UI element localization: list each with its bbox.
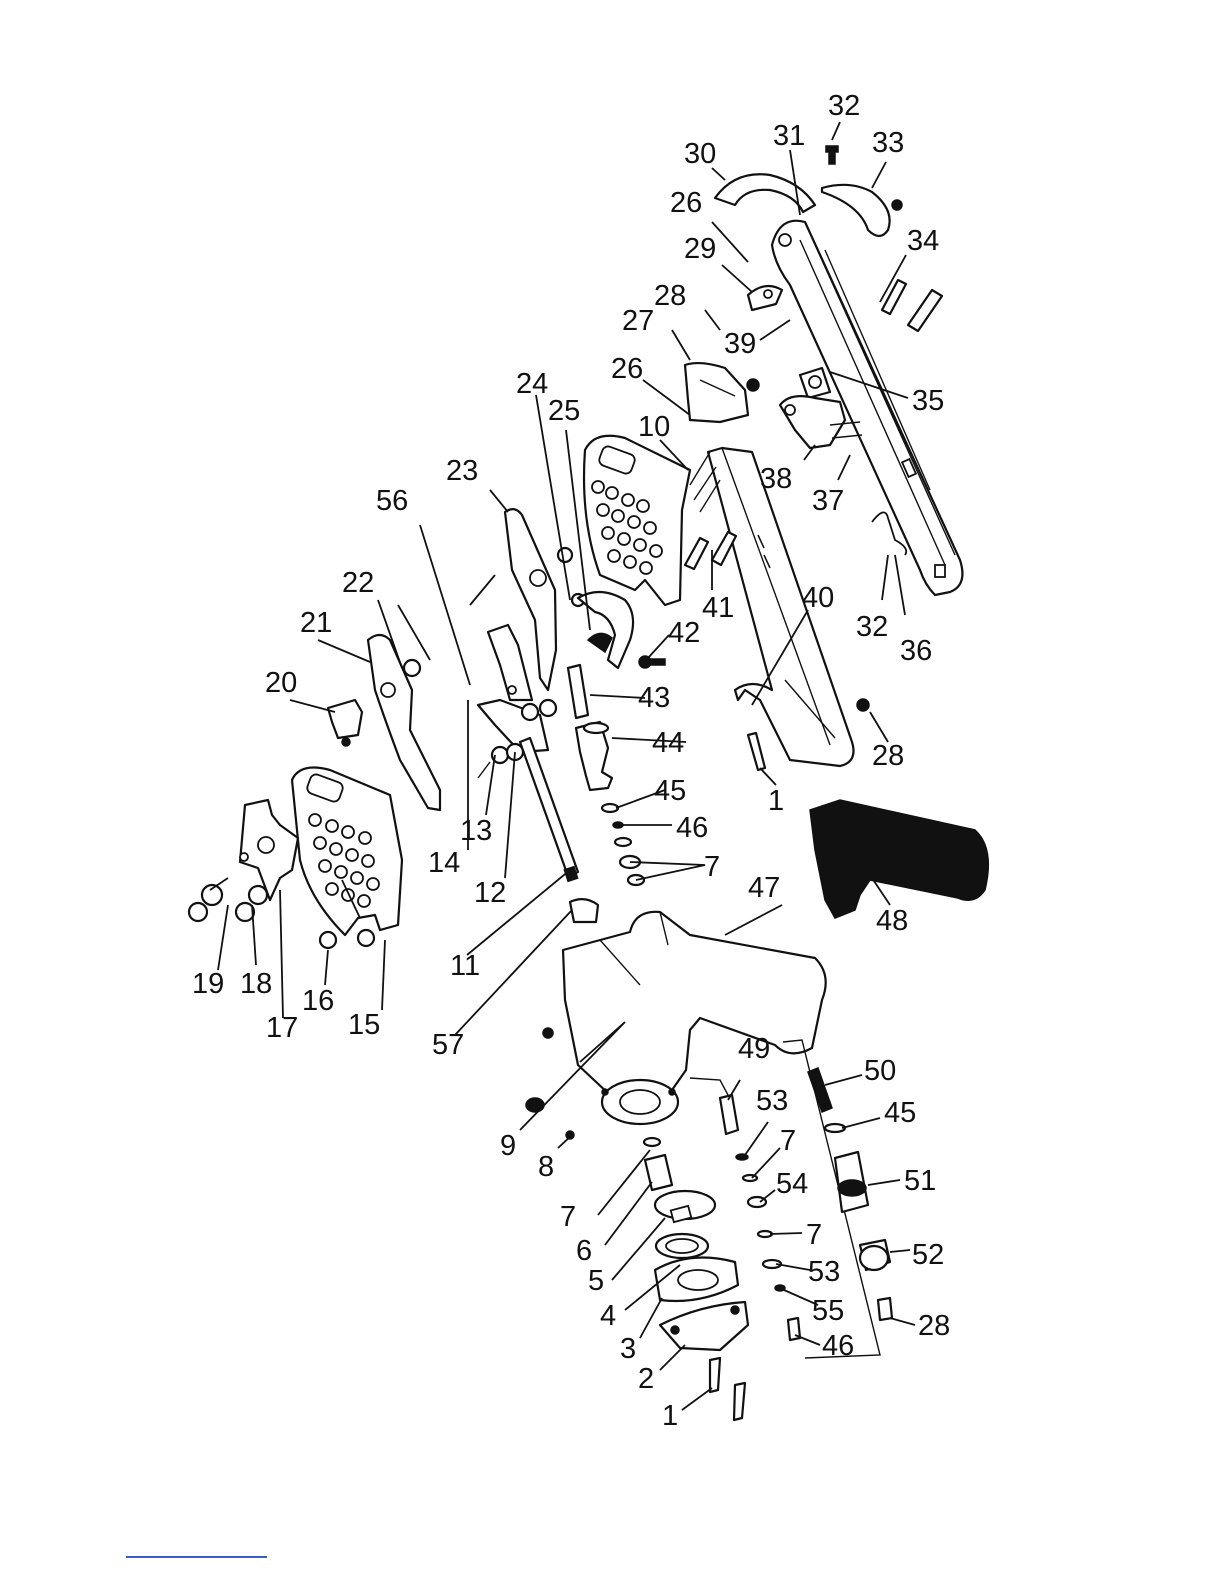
callout-13: 13 bbox=[460, 815, 492, 847]
callout-28: 28 bbox=[872, 740, 904, 772]
callout-45: 45 bbox=[884, 1097, 916, 1129]
part-9-8-plug bbox=[526, 1098, 574, 1139]
callout-29: 29 bbox=[684, 233, 716, 265]
part-1-screw-mid bbox=[748, 733, 765, 770]
callout-26: 26 bbox=[670, 187, 702, 219]
callout-48: 48 bbox=[876, 905, 908, 937]
callout-46: 46 bbox=[822, 1330, 854, 1362]
part-27-bracket bbox=[685, 363, 759, 422]
part-56-plate bbox=[488, 625, 532, 700]
callout-43: 43 bbox=[638, 682, 670, 714]
part-33-spring-plate bbox=[822, 185, 902, 236]
callout-34: 34 bbox=[907, 225, 939, 257]
callout-16: 16 bbox=[302, 985, 334, 1017]
callout-21: 21 bbox=[300, 607, 332, 639]
part-17-plate bbox=[240, 800, 298, 900]
callout-42: 42 bbox=[668, 617, 700, 649]
callout-7: 7 bbox=[560, 1201, 576, 1233]
callout-35: 35 bbox=[912, 385, 944, 417]
callout-45: 45 bbox=[654, 775, 686, 807]
part-21-lever bbox=[368, 635, 440, 810]
callout-33: 33 bbox=[872, 127, 904, 159]
callout-4: 4 bbox=[600, 1300, 616, 1332]
callout-41: 41 bbox=[702, 592, 734, 624]
callout-40: 40 bbox=[802, 582, 834, 614]
callout-7: 7 bbox=[806, 1219, 822, 1251]
part-11-shaft bbox=[520, 738, 578, 881]
callout-25: 25 bbox=[548, 395, 580, 427]
callout-12: 12 bbox=[474, 877, 506, 909]
callout-36: 36 bbox=[900, 635, 932, 667]
part-bottom-stack bbox=[644, 1138, 748, 1420]
callout-32: 32 bbox=[828, 90, 860, 122]
part-57-spacer bbox=[570, 899, 598, 922]
callout-19: 19 bbox=[192, 968, 224, 1000]
callout-1: 1 bbox=[768, 785, 784, 817]
callout-18: 18 bbox=[240, 968, 272, 1000]
part-41-bolts bbox=[685, 532, 736, 569]
callout-28: 28 bbox=[654, 280, 686, 312]
part-side-plate-upper bbox=[584, 436, 690, 605]
callout-11: 11 bbox=[450, 950, 480, 982]
callout-52: 52 bbox=[912, 1239, 944, 1271]
part-45-46-7-seals bbox=[602, 804, 644, 885]
callout-7: 7 bbox=[704, 851, 720, 883]
callout-47: 47 bbox=[748, 872, 780, 904]
callout-44: 44 bbox=[652, 727, 684, 759]
parts-layer bbox=[189, 146, 988, 1420]
callout-38: 38 bbox=[760, 463, 792, 495]
callout-32: 32 bbox=[856, 611, 888, 643]
callout-26: 26 bbox=[611, 353, 643, 385]
callout-7: 7 bbox=[780, 1125, 796, 1157]
part-32-screw-top bbox=[826, 146, 838, 164]
callout-50: 50 bbox=[864, 1055, 896, 1087]
part-44-valve bbox=[576, 722, 612, 790]
callout-46: 46 bbox=[676, 812, 708, 844]
callout-8: 8 bbox=[538, 1151, 554, 1183]
callout-30: 30 bbox=[684, 138, 716, 170]
callout-6: 6 bbox=[576, 1235, 592, 1267]
callout-53: 53 bbox=[756, 1085, 788, 1117]
callout-31: 31 bbox=[773, 120, 805, 152]
callout-37: 37 bbox=[812, 485, 844, 517]
footer-rule bbox=[126, 1556, 267, 1558]
callout-56: 56 bbox=[376, 485, 408, 517]
callout-15: 15 bbox=[348, 1009, 380, 1041]
callout-14: 14 bbox=[428, 847, 460, 879]
callout-39: 39 bbox=[724, 328, 756, 360]
part-side-plate-lower bbox=[292, 768, 402, 935]
part-14-linkage bbox=[478, 700, 556, 778]
part-20-bracket bbox=[328, 700, 362, 746]
callout-22: 22 bbox=[342, 567, 374, 599]
callout-1: 1 bbox=[662, 1400, 678, 1432]
callout-28: 28 bbox=[918, 1310, 950, 1342]
part-34-bolts bbox=[882, 280, 942, 331]
callout-10: 10 bbox=[638, 411, 670, 443]
part-30-clip bbox=[715, 174, 815, 212]
callout-23: 23 bbox=[446, 455, 478, 487]
callout-17: 17 bbox=[266, 1012, 298, 1044]
part-43-pin bbox=[568, 665, 588, 718]
callout-3: 3 bbox=[620, 1333, 636, 1365]
callout-24: 24 bbox=[516, 368, 548, 400]
callout-27: 27 bbox=[622, 305, 654, 337]
callout-55: 55 bbox=[812, 1295, 844, 1327]
callout-49: 49 bbox=[738, 1033, 770, 1065]
callout-20: 20 bbox=[265, 667, 297, 699]
callout-54: 54 bbox=[776, 1168, 808, 1200]
callout-2: 2 bbox=[638, 1363, 654, 1395]
callout-53: 53 bbox=[808, 1256, 840, 1288]
callout-57: 57 bbox=[432, 1029, 464, 1061]
callout-9: 9 bbox=[500, 1130, 516, 1162]
part-42-screw bbox=[639, 656, 665, 668]
callout-51: 51 bbox=[904, 1165, 936, 1197]
part-29-small-bracket bbox=[748, 286, 782, 310]
part-48-grip bbox=[810, 800, 988, 918]
callout-5: 5 bbox=[588, 1265, 604, 1297]
